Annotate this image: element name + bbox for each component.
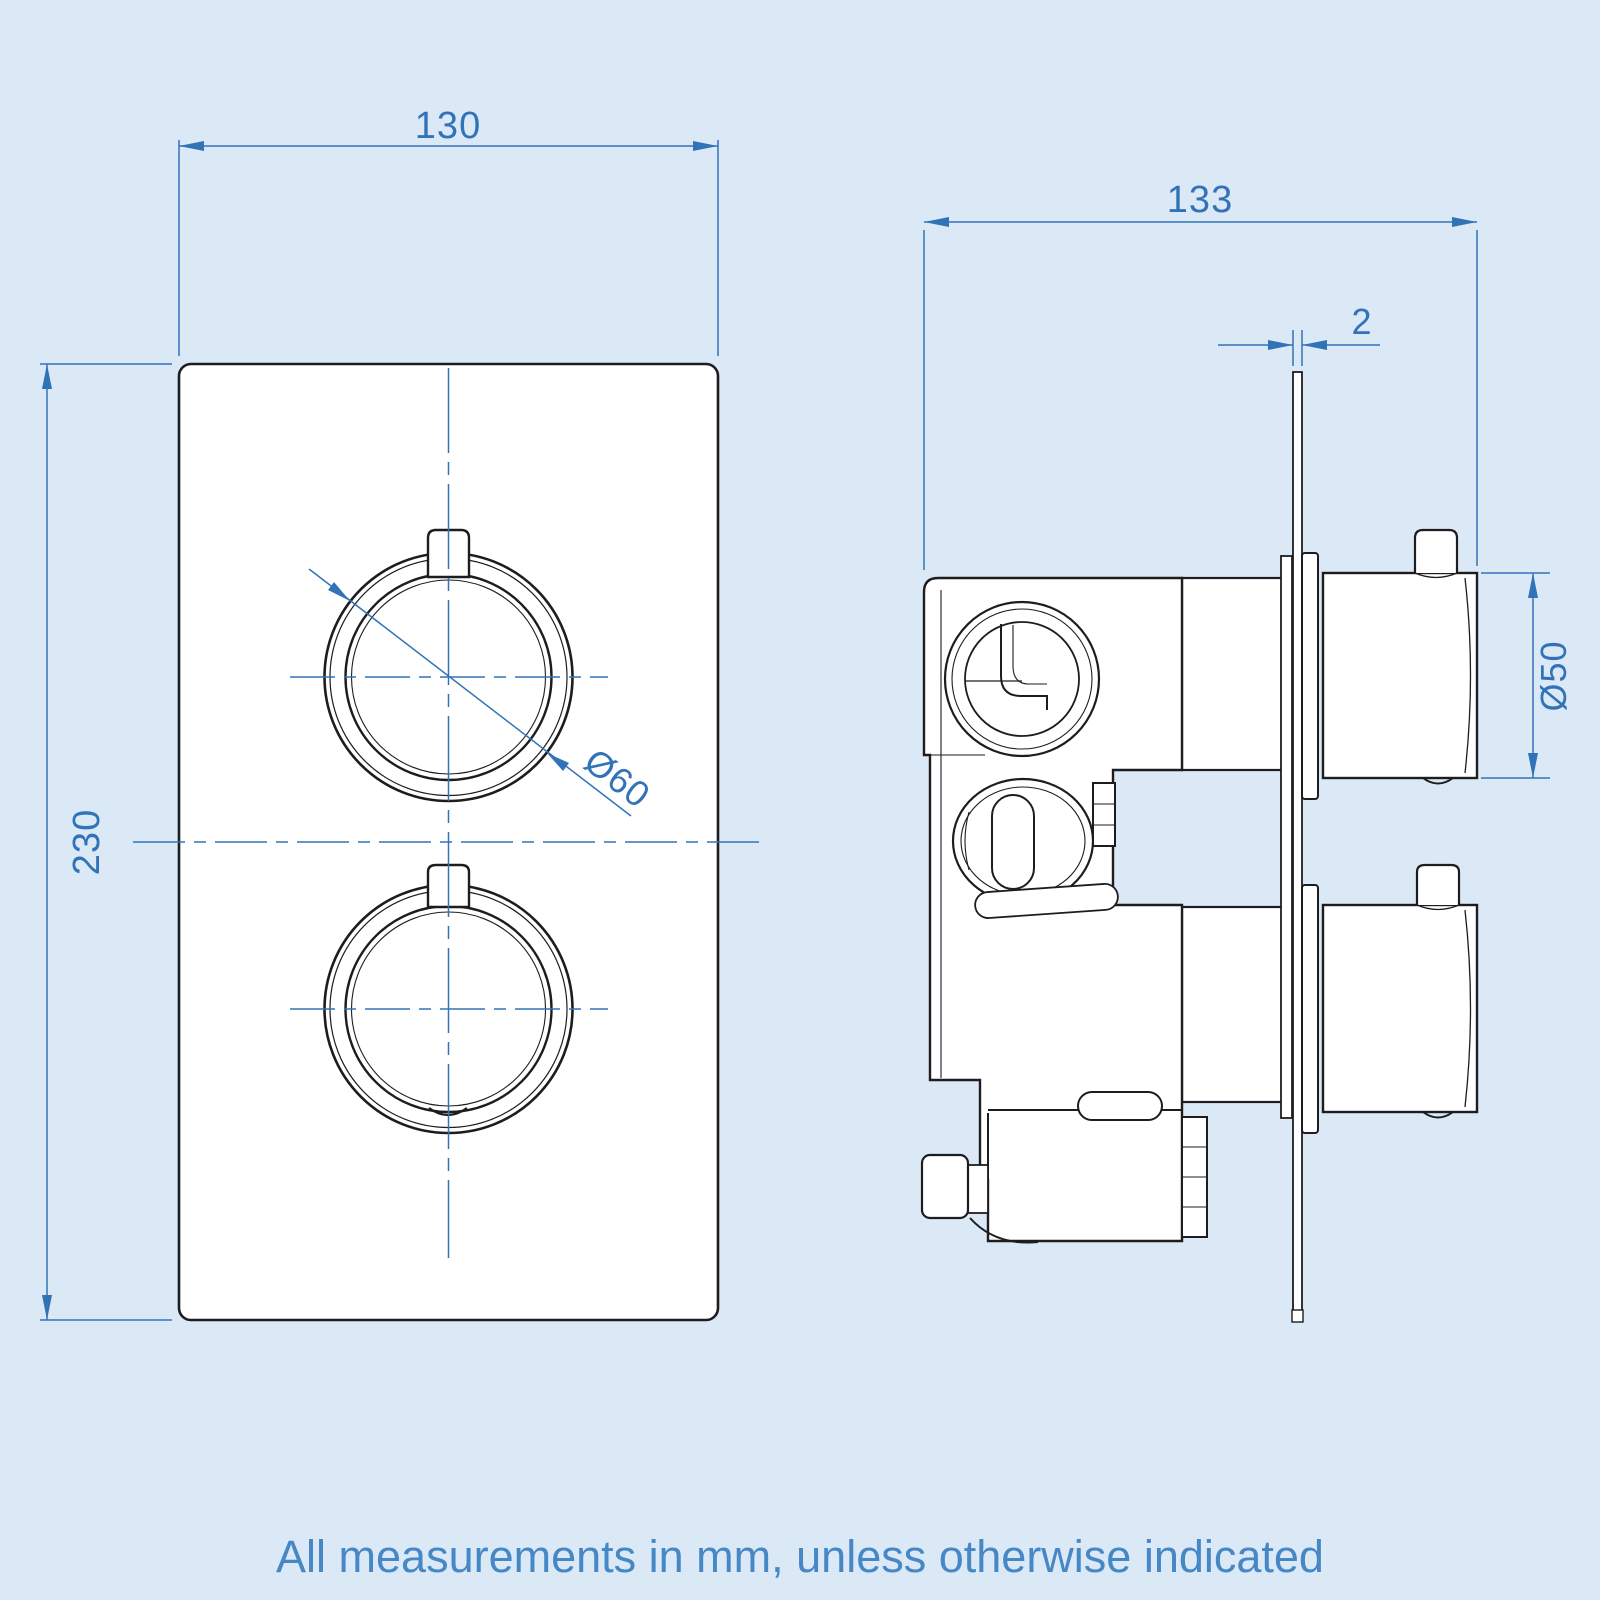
side-lower-knob (1321, 863, 1479, 1119)
dim-60-line (308, 568, 632, 817)
side-lower-knob-body (1321, 903, 1479, 1114)
valve-body (920, 576, 1208, 1244)
dim-plate-thickness: 2 (1218, 301, 1380, 366)
side-upper-knob-notch (1422, 777, 1454, 785)
dim-50-label: Ø50 (1533, 640, 1574, 711)
dim-230-label: 230 (66, 809, 108, 875)
side-upper-knob-tab-base (1414, 572, 1458, 579)
side-upper-knob (1321, 528, 1479, 785)
side-view: 133 2 Ø50 (920, 179, 1574, 1323)
mid-bolt (1092, 782, 1116, 847)
upper-port-elbow-inner (1012, 625, 1047, 685)
outlet-fitting (920, 1153, 970, 1220)
upper-port-outer-circle (943, 600, 1101, 758)
side-upper-knob-body (1321, 571, 1479, 780)
lower-valve-neck (1180, 905, 1294, 1104)
clamp-bracket (974, 882, 1119, 919)
dim-front-width: 130 (178, 105, 719, 356)
upper-port (943, 600, 1101, 758)
measurement-note: All measurements in mm, unless otherwise… (276, 1531, 1324, 1582)
middle-port-side-arc (964, 811, 970, 871)
dim-130-arrow-right (693, 141, 718, 151)
dim-130-arrow-left (179, 141, 204, 151)
side-lower-knob-notch (1422, 1111, 1454, 1119)
dim-133-arrow-left (924, 217, 949, 227)
dim-133-arrow-right (1452, 217, 1477, 227)
upper-port-inner-circle (964, 621, 1080, 737)
dim-side-knob-diameter: Ø50 (1481, 572, 1574, 779)
side-lower-knob-tab-base (1416, 904, 1460, 911)
dim-60-arrow-upper (328, 582, 350, 601)
side-upper-knob-face-arc (1464, 577, 1472, 774)
side-lower-knob-tab (1415, 863, 1461, 905)
dim-side-depth: 133 (923, 179, 1478, 570)
dim-230-arrow-top (42, 364, 52, 389)
lower-pipe-union (1077, 1091, 1163, 1121)
front-view: 130 230 Ø60 (40, 105, 763, 1322)
wall-plate-foot (1291, 1309, 1304, 1323)
body-bottom-curve (969, 1217, 1039, 1244)
middle-port-slot (991, 794, 1035, 890)
mid-bolt-body (1092, 782, 1116, 847)
dim-133-label: 133 (1167, 179, 1233, 221)
dim-50-arrow-top (1528, 573, 1538, 598)
upper-valve-neck (1180, 576, 1294, 772)
lower-bolt (1181, 1116, 1208, 1238)
dim-50-arrow-bottom (1528, 753, 1538, 778)
lower-escutcheon (1301, 884, 1319, 1134)
upper-port-mid-circle (951, 608, 1093, 750)
upper-escutcheon (1301, 552, 1319, 800)
dim-60-arrow-lower (547, 753, 569, 771)
mounting-plate (1280, 555, 1293, 1119)
side-lower-knob-face-arc (1464, 909, 1472, 1108)
dim-2-arrow-right (1302, 340, 1327, 350)
dim-front-height: 230 (40, 363, 172, 1321)
dim-130-label: 130 (415, 105, 481, 147)
dim-2-arrow-left (1268, 340, 1293, 350)
wall-plate (1292, 371, 1303, 1313)
upper-port-elbow-outer (1000, 624, 1048, 710)
dim-2-label: 2 (1351, 301, 1372, 342)
side-upper-knob-tab (1413, 528, 1459, 573)
dim-230-arrow-bottom (42, 1295, 52, 1320)
